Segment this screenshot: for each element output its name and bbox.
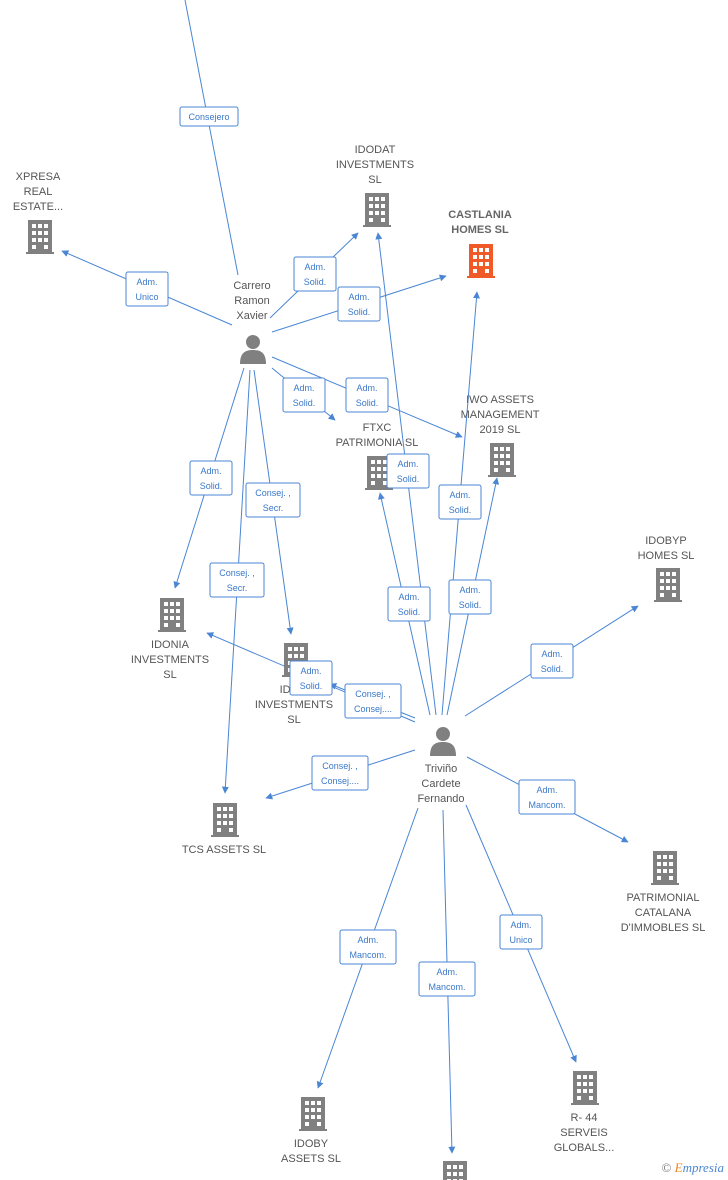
node-label: TCS ASSETS SL bbox=[182, 844, 266, 856]
building-icon bbox=[363, 193, 391, 227]
person-icon bbox=[430, 727, 456, 756]
building-icon bbox=[651, 851, 679, 885]
edge-label[interactable]: Adm.Mancom. bbox=[518, 779, 576, 815]
person-icon bbox=[240, 335, 266, 364]
brand-name: mpresia bbox=[682, 1160, 724, 1175]
building-icon bbox=[441, 1161, 469, 1180]
svg-text:Adm.Solid.: Adm.Solid. bbox=[304, 262, 327, 287]
svg-text:Adm.Solid.: Adm.Solid. bbox=[397, 459, 420, 484]
edge-label[interactable]: Adm.Mancom. bbox=[339, 929, 397, 965]
edge-label[interactable]: Adm.Solid. bbox=[386, 453, 430, 489]
building-icon bbox=[654, 568, 682, 602]
svg-text:Adm.Solid.: Adm.Solid. bbox=[356, 383, 379, 408]
edge-label[interactable]: Adm.Mancom. bbox=[418, 961, 476, 997]
edge-label[interactable]: Adm.Solid. bbox=[448, 579, 492, 615]
svg-text:Adm.Solid.: Adm.Solid. bbox=[541, 649, 564, 674]
svg-text:Consej. ,Secr.: Consej. ,Secr. bbox=[255, 488, 291, 513]
edge-label[interactable]: Adm.Solid. bbox=[345, 377, 389, 413]
svg-text:Adm.Unico: Adm.Unico bbox=[509, 920, 532, 945]
edge-label[interactable]: Adm.Solid. bbox=[387, 586, 431, 622]
company-node-tcs[interactable]: TCS ASSETS SL bbox=[182, 803, 266, 856]
svg-text:Adm.Mancom.: Adm.Mancom. bbox=[349, 935, 386, 960]
svg-text:Adm.Mancom.: Adm.Mancom. bbox=[428, 967, 465, 992]
svg-text:Consej. ,Consej....: Consej. ,Consej.... bbox=[354, 689, 392, 714]
svg-text:Consej. ,Consej....: Consej. ,Consej.... bbox=[321, 761, 359, 786]
svg-text:Adm.Solid.: Adm.Solid. bbox=[293, 383, 316, 408]
edge-label[interactable]: Consejero bbox=[179, 106, 239, 127]
edge-label[interactable]: Consej. ,Consej.... bbox=[344, 683, 402, 719]
copyright-symbol: © bbox=[661, 1160, 672, 1175]
brand-initial: E bbox=[674, 1160, 683, 1175]
edge-label[interactable]: Adm.Unico bbox=[125, 271, 169, 307]
svg-text:Adm.Solid.: Adm.Solid. bbox=[300, 666, 323, 691]
building-icon bbox=[467, 244, 495, 278]
building-icon bbox=[299, 1097, 327, 1131]
building-icon bbox=[211, 803, 239, 837]
edge-label[interactable]: Consej. ,Secr. bbox=[209, 562, 265, 598]
svg-text:Adm.Mancom.: Adm.Mancom. bbox=[528, 785, 565, 810]
svg-text:Adm.Solid.: Adm.Solid. bbox=[459, 585, 482, 610]
svg-text:Adm.Solid.: Adm.Solid. bbox=[398, 592, 421, 617]
edge-line bbox=[184, 0, 239, 276]
empresia-watermark[interactable]: © Empresia bbox=[662, 1160, 725, 1176]
svg-text:Consej. ,Secr.: Consej. ,Secr. bbox=[219, 568, 255, 593]
svg-text:Adm.Solid.: Adm.Solid. bbox=[348, 292, 371, 317]
building-icon bbox=[26, 220, 54, 254]
company-node-bottom[interactable] bbox=[441, 1161, 469, 1180]
svg-text:Consejero: Consejero bbox=[188, 112, 229, 122]
edge-label[interactable]: Consej. ,Consej.... bbox=[311, 755, 369, 791]
building-icon bbox=[488, 443, 516, 477]
edge-label[interactable]: Adm.Solid. bbox=[282, 377, 326, 413]
svg-text:Adm.Solid.: Adm.Solid. bbox=[449, 490, 472, 515]
building-icon bbox=[158, 598, 186, 632]
edge-labels: Consejero Adm.Unico Adm.Solid. Adm.Solid… bbox=[125, 106, 576, 997]
edge-label[interactable]: Adm.Solid. bbox=[289, 660, 333, 696]
edge-label[interactable]: Adm.Solid. bbox=[337, 286, 381, 322]
edge-label[interactable]: Adm.Solid. bbox=[438, 484, 482, 520]
edge-label[interactable]: Consej. ,Secr. bbox=[245, 482, 301, 518]
building-icon bbox=[571, 1071, 599, 1105]
edge-label[interactable]: Adm.Unico bbox=[499, 914, 543, 950]
edge-label[interactable]: Adm.Solid. bbox=[530, 643, 574, 679]
edges bbox=[61, 0, 639, 1154]
svg-text:Adm.Solid.: Adm.Solid. bbox=[200, 466, 223, 491]
edge-label[interactable]: Adm.Solid. bbox=[293, 256, 337, 292]
edge-label[interactable]: Adm.Solid. bbox=[189, 460, 233, 496]
svg-text:Adm.Unico: Adm.Unico bbox=[135, 277, 158, 302]
